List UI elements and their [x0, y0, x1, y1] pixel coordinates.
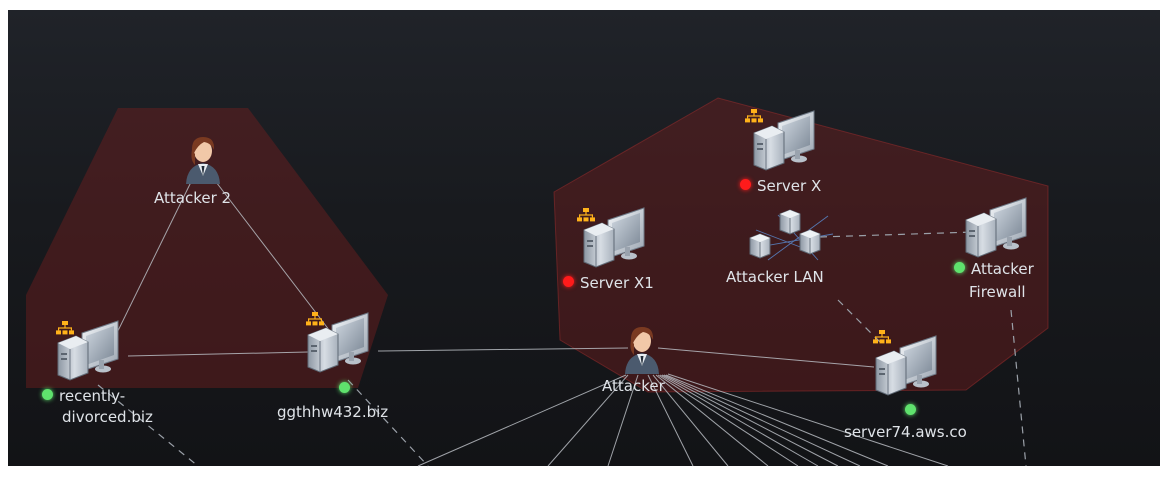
lan-cluster-icon	[749, 209, 834, 261]
ggthhw432-label: ggthhw432.biz	[277, 403, 389, 421]
solid-edges	[109, 177, 949, 467]
attacker-2-label: Attacker 2	[154, 189, 232, 207]
network-map-canvas[interactable]: Attacker 2 recently- divorced.biz ggthhw…	[8, 10, 1160, 467]
server74-label: server74.aws.co	[844, 423, 967, 441]
status-online-icon	[339, 382, 350, 393]
status-online-icon	[905, 404, 916, 415]
attacker-lan-label: Attacker LAN	[726, 268, 824, 286]
recently-divorced-label-line2: divorced.biz	[62, 408, 153, 426]
attacker-label: Attacker	[602, 377, 665, 395]
zone-attacker-2	[26, 108, 388, 388]
status-online-icon	[954, 262, 965, 273]
attacker-firewall-label: Attacker	[954, 260, 1034, 279]
recently-divorced-label: recently-	[42, 387, 125, 406]
status-offline-icon	[740, 179, 751, 190]
attacker-lan-node[interactable]	[749, 209, 834, 261]
network-map	[26, 97, 1049, 467]
server-x1-label: Server X1	[563, 274, 654, 293]
status-offline-icon	[563, 276, 574, 287]
status-online-icon	[42, 389, 53, 400]
server-x-label: Server X	[740, 177, 821, 196]
attacker-firewall-label-line2: Firewall	[969, 283, 1026, 301]
